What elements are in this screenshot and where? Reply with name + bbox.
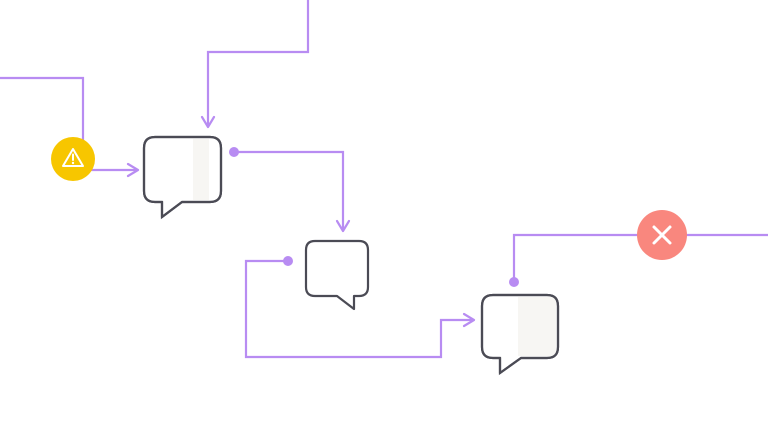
bubble-3[interactable] — [480, 293, 560, 376]
input-dot-bubble-3[interactable] — [509, 277, 519, 287]
bubble-3-shade — [518, 297, 556, 356]
connector-bubble-2-to-bubble-3 — [244, 259, 473, 359]
output-dot-bubble-2[interactable] — [283, 256, 293, 266]
arrowhead-bubble-2-top — [335, 219, 351, 233]
warning-badge[interactable] — [51, 137, 95, 181]
connectors — [0, 0, 768, 359]
connector-left-to-bubble-1 — [0, 76, 137, 172]
bubble-1-shade — [193, 139, 209, 200]
bubble-1-outline — [142, 135, 223, 220]
warning-triangle-icon — [62, 148, 84, 167]
output-dot-bubble-1[interactable] — [229, 147, 239, 157]
connector-bubble-1-to-bubble-2 — [232, 150, 345, 230]
speech-bubble-icon — [304, 239, 370, 311]
close-x-icon — [652, 225, 672, 245]
bubble-2[interactable] — [304, 239, 370, 311]
arrowhead-bubble-1-left — [126, 162, 140, 178]
error-badge[interactable] — [637, 210, 687, 260]
arrowhead-bubble-1-top — [200, 115, 216, 129]
speech-bubble-icon — [142, 135, 223, 219]
connector-top-to-bubble-1 — [206, 0, 310, 126]
bubble-1[interactable] — [142, 135, 223, 220]
bubble-3-outline — [480, 293, 560, 376]
connector-dots — [229, 147, 519, 287]
arrowhead-bubble-3-left — [462, 312, 476, 328]
